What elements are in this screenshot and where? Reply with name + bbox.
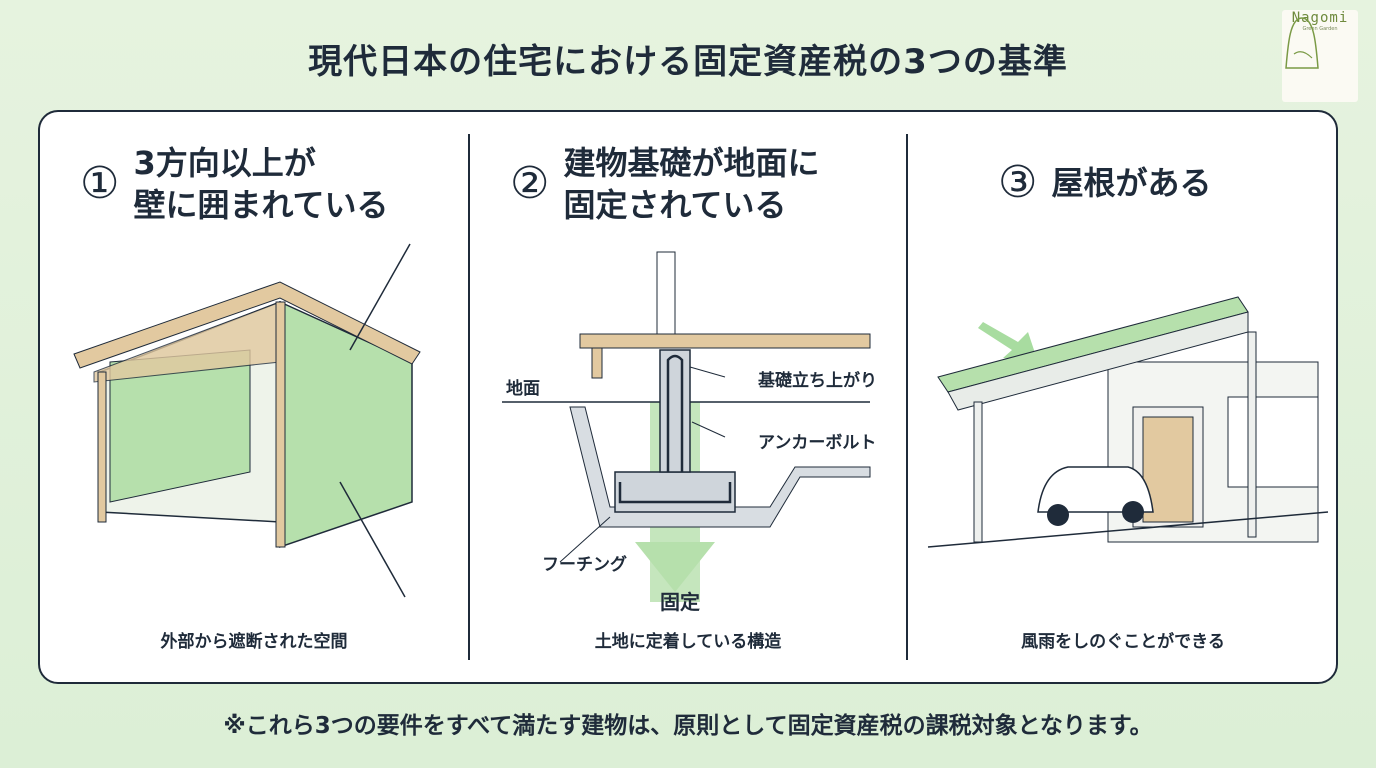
logo-sub: Green Garden — [1302, 26, 1338, 32]
page-title: 現代日本の住宅における固定資産税の3つの基準 — [308, 42, 1068, 82]
heading-line: 壁に囲まれている — [133, 186, 389, 224]
logo-name: Nagomi — [1291, 10, 1349, 26]
label-anchor-bolt: アンカーボルト — [758, 433, 877, 453]
criterion-number: ③ — [998, 157, 1038, 208]
heading-line: 3方向以上が — [133, 144, 316, 182]
heading-line: 屋根がある — [1051, 164, 1212, 202]
logo-bell-icon — [1285, 17, 1319, 69]
criterion-foundation: ② 建物基礎が地面に固定されている 地面 基礎立ち上がり アンカーボルト フーチ… — [470, 112, 906, 682]
foundation-section-illustration — [502, 251, 871, 602]
enclosed-shed-illustration — [73, 243, 421, 598]
criterion-walls: ① 3方向以上が壁に囲まれている 外部から遮断された空間 — [40, 112, 468, 682]
heading-line: 建物基礎が地面に — [563, 144, 820, 182]
label-foundation-rise: 基礎立ち上がり — [758, 371, 877, 391]
footer-note: ※これら3つの要件をすべて満たす建物は、原則として固定資産税の課税対象となります… — [223, 713, 1153, 739]
criterion-roof: ③ 屋根がある 風雨をしのぐことができる — [908, 112, 1338, 682]
label-ground: 地面 — [506, 379, 540, 399]
label-fixed: 固定 — [660, 590, 700, 614]
criteria-panel: ① 3方向以上が壁に囲まれている 外部から遮断された空間 ② 建物基礎が地面に固… — [38, 110, 1338, 684]
divider — [906, 134, 908, 660]
caption: 外部から遮断された空間 — [160, 632, 348, 652]
label-footing: フーチング — [542, 555, 627, 575]
caption: 風雨をしのぐことができる — [1021, 632, 1225, 652]
criterion-number: ① — [80, 158, 120, 209]
logo: Nagomi Green Garden — [1282, 10, 1358, 102]
caption: 土地に定着している構造 — [594, 632, 782, 652]
divider — [468, 134, 470, 660]
criterion-number: ② — [510, 158, 550, 209]
carport-illustration — [927, 296, 1329, 548]
heading-line: 固定されている — [563, 186, 787, 224]
